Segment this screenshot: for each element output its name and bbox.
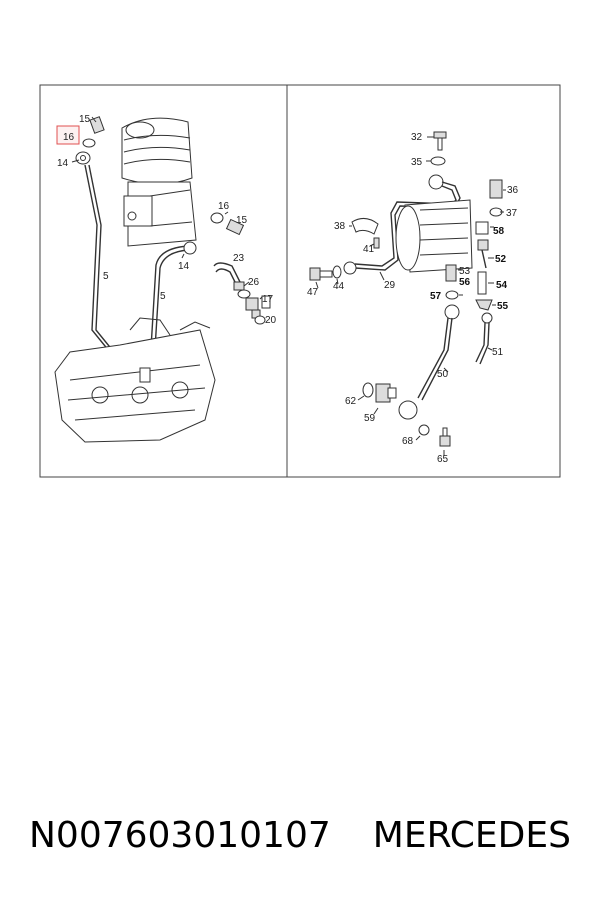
part-number: N007603010107: [28, 814, 331, 856]
bolt-47-washer-44: [309, 261, 357, 281]
label-68: 68: [402, 436, 414, 447]
fitting-16-15-right: [210, 212, 245, 236]
label-55: 55: [497, 301, 509, 312]
left-panel: 15 16 14 5 14 16 15 5 23 26 17 20: [54, 114, 277, 443]
brand-name: MERCEDES: [372, 814, 571, 856]
label-26: 26: [248, 277, 260, 288]
label-47: 47: [307, 287, 319, 298]
label-37: 37: [506, 208, 518, 219]
label-51: 51: [492, 347, 504, 358]
label-56: 56: [459, 277, 471, 288]
label-17: 17: [262, 294, 274, 305]
label-65: 65: [437, 454, 449, 465]
label-16-right: 16: [218, 201, 230, 212]
clamp-38: [351, 218, 380, 249]
label-23: 23: [233, 253, 245, 264]
label-32: 32: [411, 132, 423, 143]
label-53: 53: [459, 266, 471, 277]
label-52: 52: [495, 254, 507, 265]
filter-housing-drawing: [395, 199, 473, 273]
fittings-65-68: [418, 424, 451, 447]
label-35: 35: [411, 157, 423, 168]
elbow-23-assembly: [213, 262, 271, 325]
banjo-top: [428, 174, 444, 190]
label-29: 29: [384, 280, 396, 291]
label-5-left: 5: [103, 271, 109, 282]
label-38: 38: [334, 221, 346, 232]
pipe-51: [475, 312, 493, 365]
label-59: 59: [364, 413, 376, 424]
label-16-highlighted: 16: [63, 132, 75, 143]
pipe-top: [354, 181, 461, 271]
fitting-36-37: [489, 179, 503, 217]
diagram-frame: [39, 84, 561, 478]
label-15-right: 15: [236, 215, 248, 226]
label-54: 54: [496, 280, 508, 291]
label-14-top: 14: [57, 158, 69, 169]
fittings-52-58: [445, 221, 493, 311]
highlight-box: [56, 125, 80, 145]
banjo-14: [183, 241, 197, 255]
label-5-right: 5: [160, 291, 166, 302]
label-41: 41: [363, 244, 375, 255]
bolt-32-washer-35: [430, 131, 447, 166]
right-panel: 32 35 36 37 38 41 58 52 53 56 54 47 44 2…: [307, 131, 519, 465]
label-15-top: 15: [79, 114, 91, 125]
parts-diagram: 15 16 14 5 14 16 15 5 23 26 17 20: [39, 84, 561, 478]
label-62: 62: [345, 396, 357, 407]
pipe-5-left: [84, 164, 119, 363]
label-58: 58: [493, 226, 505, 237]
injection-pump-drawing: [54, 317, 216, 443]
part-caption: N007603010107 MERCEDES: [0, 805, 600, 865]
fitting-15-16-top: [75, 116, 105, 165]
label-36: 36: [507, 185, 519, 196]
fittings-59-62: [362, 382, 397, 403]
label-50: 50: [437, 369, 449, 380]
label-20: 20: [265, 315, 277, 326]
pipe-50: [398, 304, 460, 420]
label-57: 57: [430, 291, 442, 302]
air-compressor-drawing: [121, 117, 197, 247]
label-44: 44: [333, 281, 345, 292]
label-14-right: 14: [178, 261, 190, 272]
pipe-5-right: [149, 245, 189, 366]
